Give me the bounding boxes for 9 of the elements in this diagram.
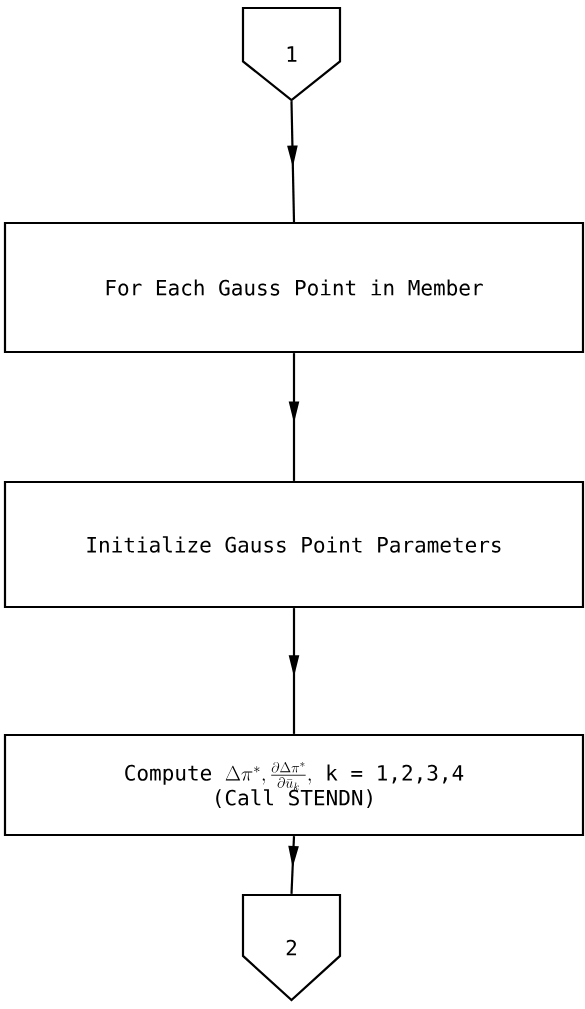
- arrow: [288, 608, 300, 734]
- process-box: Compute $\Delta\pi^{*}, \frac{\partial\Delta\pi^{*}}{\partial\bar{u}_{k}},$ k = 1,2,3,4 (Call STENDN): [3, 733, 585, 837]
- process-box: Initialize Gauss Point Parameters: [3, 480, 585, 609]
- process-box: For Each Gauss Point in Member: [3, 221, 585, 354]
- arrow: [288, 836, 299, 894]
- arrow: [287, 101, 298, 222]
- off-page-connector: 2: [241, 893, 342, 1002]
- arrow: [288, 353, 300, 481]
- off-page-connector: 1: [241, 6, 342, 102]
